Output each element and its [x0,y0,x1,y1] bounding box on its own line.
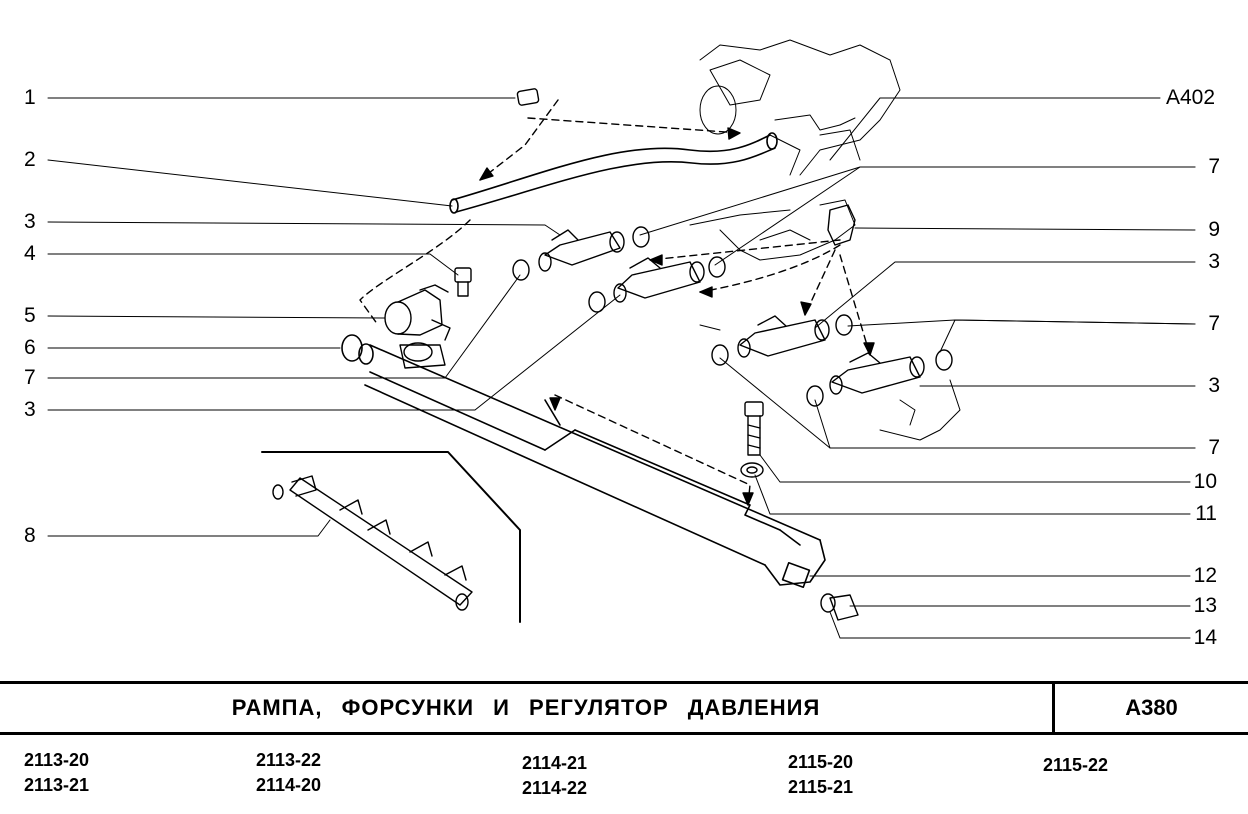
callout-3: 3 [24,210,36,233]
end-cap [820,593,859,621]
model-code: 2114-20 [256,775,322,795]
callout-11: 11 [1195,502,1217,525]
o-rings [512,226,953,407]
callout-13: 13 [1193,594,1217,617]
callout-4: 4 [24,242,36,265]
hose-cap [516,88,540,106]
model-code: 2113-22 [256,750,322,770]
model-code: 2114-22 [522,778,588,798]
callout-1: 1 [24,86,36,109]
sheet-code: А380 [1125,695,1178,720]
fuel-rail [341,334,826,589]
model-code: 2114-21 [522,753,588,773]
callout-6: 6 [24,336,36,359]
callout-3: 3 [1208,250,1220,273]
callout-3: 3 [1208,374,1220,397]
model-code: 2113-20 [24,750,90,770]
callout-9: 9 [1208,218,1220,241]
callout-8: 8 [24,524,36,547]
callout-7: 7 [1208,312,1220,335]
callout-14: 14 [1193,626,1217,649]
injector [613,257,705,303]
injector [737,315,830,358]
model-code: 2115-22 [1043,755,1109,775]
model-code: 2113-21 [24,775,90,795]
model-code: 2115-21 [788,777,854,797]
injector-clip [827,204,856,246]
callout-7: 7 [1208,155,1220,178]
callout-7: 7 [24,366,36,389]
leader-lines [47,97,1196,639]
injector [538,229,625,272]
fuel-hose [449,132,778,214]
regulator-screw [454,267,472,297]
assembly-paths [359,99,871,506]
arrow-heads [479,127,875,506]
callout-2: 2 [24,148,36,171]
title-block: РАМПА, ФОРСУНКИ И РЕГУЛЯТОР ДАВЛЕНИЯ А38… [0,681,1248,735]
callout-3: 3 [24,398,36,421]
title-divider [1052,684,1055,732]
callout-5: 5 [24,304,36,327]
injector [829,352,925,395]
rail-bolt [744,401,764,456]
intake-manifold-sketch [689,39,961,441]
model-code: 2115-20 [788,752,854,772]
assembled-rail-inset [261,451,521,623]
sheet-title: РАМПА, ФОРСУНКИ И РЕГУЛЯТОР ДАВЛЕНИЯ [231,695,821,720]
reference-sheet-label: А402 [1166,86,1216,109]
callout-12: 12 [1193,564,1217,587]
exploded-parts-diagram [47,39,1196,639]
washer [740,462,764,478]
callout-7: 7 [1208,436,1220,459]
callout-10: 10 [1193,470,1217,493]
pressure-regulator [384,284,451,369]
